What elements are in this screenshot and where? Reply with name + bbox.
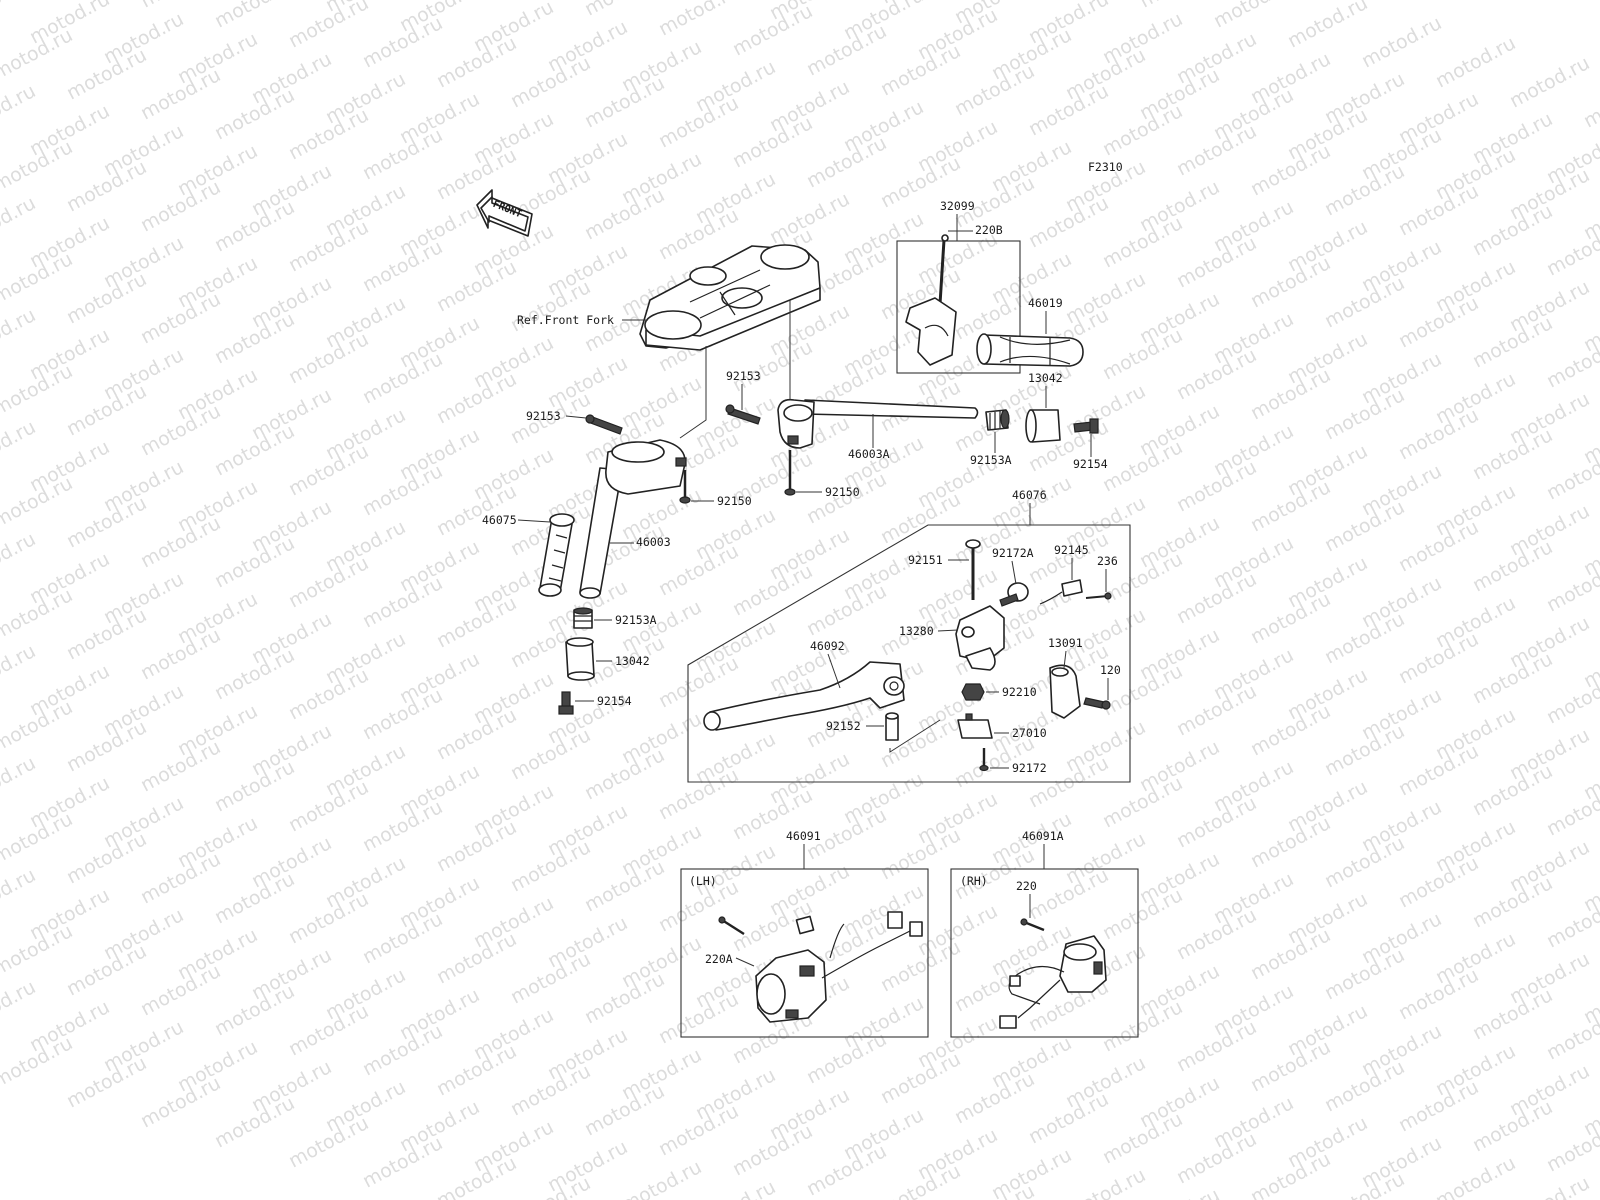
part-46075: 46075 bbox=[482, 513, 517, 527]
bolt-92153-left bbox=[585, 414, 623, 435]
screw-92150-right bbox=[784, 450, 796, 496]
part-92150-right: 92150 bbox=[825, 485, 860, 499]
left-handlebar-46003 bbox=[579, 439, 687, 599]
screw-220B bbox=[938, 234, 949, 305]
part-236: 236 bbox=[1097, 554, 1118, 568]
part-92154-right: 92154 bbox=[1073, 457, 1108, 471]
part-13042-right: 13042 bbox=[1028, 371, 1063, 385]
part-13091: 13091 bbox=[1048, 636, 1083, 650]
left-handlebar-switch-46091 bbox=[755, 911, 923, 1023]
rh-switch-box bbox=[950, 868, 1139, 1038]
ref-front-fork-label: Ref.Front Fork bbox=[517, 313, 614, 327]
part-120: 120 bbox=[1100, 663, 1121, 677]
part-46092: 46092 bbox=[810, 639, 845, 653]
bolt-92154-right bbox=[1073, 418, 1099, 434]
lever-cover-32099 bbox=[905, 297, 957, 366]
clamp-13091 bbox=[1049, 664, 1081, 719]
right-grip-46019 bbox=[976, 333, 1084, 367]
part-46019: 46019 bbox=[1028, 296, 1063, 310]
part-92172: 92172 bbox=[1012, 761, 1047, 775]
bar-end-bolt-92153A-right bbox=[985, 409, 1010, 431]
part-46091A: 46091A bbox=[1022, 829, 1064, 843]
part-92172A: 92172A bbox=[992, 546, 1034, 560]
bar-end-weight-13042-right bbox=[1025, 409, 1061, 443]
screw-220A bbox=[718, 916, 745, 936]
part-220: 220 bbox=[1016, 879, 1037, 893]
part-32099: 32099 bbox=[940, 199, 975, 213]
adjuster-92172A bbox=[999, 582, 1029, 607]
rh-label: (RH) bbox=[960, 874, 988, 888]
part-92153-left: 92153 bbox=[526, 409, 561, 423]
part-92152: 92152 bbox=[826, 719, 861, 733]
front-arrow-icon: FRONT bbox=[476, 189, 533, 237]
right-handlebar-46003A bbox=[777, 398, 979, 449]
part-92153A-right: 92153A bbox=[970, 453, 1012, 467]
lever-holder-13280 bbox=[955, 605, 1005, 671]
part-92154-left: 92154 bbox=[597, 694, 632, 708]
screw-220 bbox=[1020, 918, 1045, 932]
spring-92145 bbox=[1039, 579, 1083, 605]
part-13280: 13280 bbox=[899, 624, 934, 638]
part-220B: 220B bbox=[975, 223, 1003, 237]
pivot-bolt-92151 bbox=[965, 539, 981, 600]
bolt-120 bbox=[1083, 697, 1111, 710]
diagram-code: F2310 bbox=[1088, 160, 1123, 174]
lever-assembly-box bbox=[687, 524, 1131, 783]
part-27010: 27010 bbox=[1012, 726, 1047, 740]
part-46091: 46091 bbox=[786, 829, 821, 843]
part-46076: 46076 bbox=[1012, 488, 1047, 502]
part-92145: 92145 bbox=[1054, 543, 1089, 557]
part-92210: 92210 bbox=[1002, 685, 1037, 699]
screw-236 bbox=[1085, 592, 1112, 600]
part-92150-left: 92150 bbox=[717, 494, 752, 508]
lh-label: (LH) bbox=[689, 874, 717, 888]
collar-92152 bbox=[885, 712, 899, 741]
bar-end-bolt-92153A-left bbox=[573, 607, 593, 629]
part-92153-right: 92153 bbox=[726, 369, 761, 383]
screw-92150-left bbox=[679, 470, 691, 504]
bolt-92153-right bbox=[725, 404, 761, 425]
part-92151: 92151 bbox=[908, 553, 943, 567]
clutch-lever-46092 bbox=[703, 661, 905, 731]
part-13042-left: 13042 bbox=[615, 654, 650, 668]
part-46003: 46003 bbox=[636, 535, 671, 549]
clutch-switch-27010 bbox=[957, 713, 993, 739]
part-46003A: 46003A bbox=[848, 447, 890, 461]
part-220A: 220A bbox=[705, 952, 733, 966]
lever-cover-box bbox=[896, 240, 1021, 374]
upper-triple-clamp bbox=[639, 244, 821, 351]
bolt-92154-left bbox=[558, 691, 574, 715]
right-handlebar-switch-46091A bbox=[999, 935, 1107, 1029]
bar-end-weight-13042-left bbox=[565, 637, 595, 681]
left-grip-46075 bbox=[538, 513, 575, 597]
part-92153A-left: 92153A bbox=[615, 613, 657, 627]
screw-92172 bbox=[979, 748, 989, 772]
nut-92210 bbox=[961, 683, 985, 701]
